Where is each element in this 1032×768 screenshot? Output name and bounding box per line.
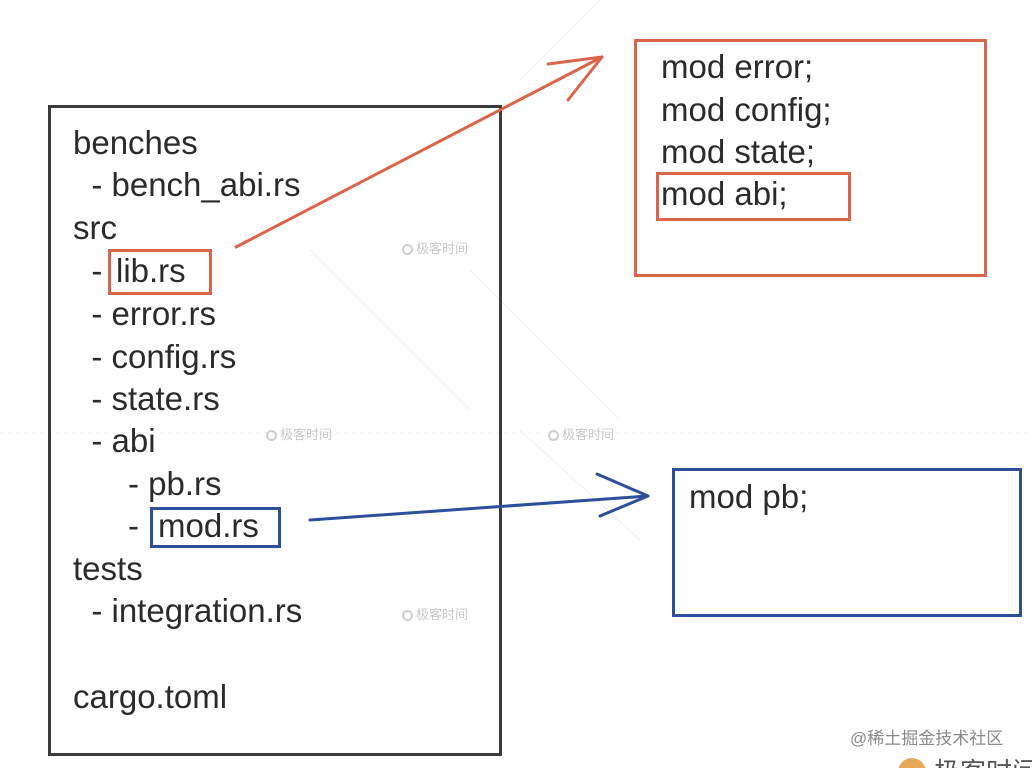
tree-line: - [73, 507, 149, 544]
watermark: 极客时间 [402, 238, 468, 257]
tree-line: - state.rs [73, 380, 220, 417]
tree-line: - bench_abi.rs [73, 166, 301, 203]
lib-rs-label: lib.rs [116, 252, 186, 289]
lib-rs-highlight [108, 249, 212, 295]
watermark-logo-icon [402, 244, 413, 256]
lib-rs-content-line: mod state; [661, 133, 816, 170]
watermark-logo-icon [402, 610, 413, 622]
watermark: 极客时间 [266, 424, 332, 443]
mod-rs-content-box [672, 468, 1022, 617]
blue-arrow [308, 472, 650, 522]
tree-line: - config.rs [73, 338, 237, 375]
tree-line: cargo.toml [73, 678, 228, 715]
tree-line: - integration.rs [73, 592, 303, 629]
tree-line: - error.rs [73, 295, 217, 332]
tree-line: benches [73, 124, 198, 161]
tree-line: tests [73, 550, 143, 587]
credit-text: @稀土掘金技术社区 [850, 729, 1004, 748]
tree-line: src [73, 209, 117, 246]
watermark: 极客时间 [402, 604, 468, 623]
tree-line: - [73, 252, 112, 289]
watermark-text: 极客时间 [562, 427, 615, 442]
geektime-logo-icon [898, 758, 926, 768]
watermark-text: 极客时间 [280, 427, 333, 442]
mod-rs-content-line: mod pb; [689, 478, 809, 515]
watermark-logo-icon [266, 430, 277, 442]
tree-line: - abi [73, 422, 156, 459]
mod-abi-highlight [656, 172, 851, 221]
lib-rs-content-line: mod error; [661, 48, 814, 85]
project-tree-box [48, 105, 502, 756]
lib-rs-content-box [634, 39, 987, 277]
watermark-text: 极客时间 [416, 241, 469, 256]
watermark: 极客时间 [548, 424, 614, 443]
lib-rs-content-line: mod config; [661, 91, 832, 128]
corner-brand-text: 极客时间 [934, 752, 1032, 768]
mod-rs-highlight [150, 507, 281, 548]
watermark-logo-icon [548, 430, 559, 442]
tree-line: - pb.rs [73, 465, 222, 502]
mod-rs-label: mod.rs [158, 507, 259, 544]
watermark-text: 极客时间 [416, 607, 469, 622]
mod-abi-label: mod abi; [661, 175, 788, 212]
orange-arrow [234, 55, 604, 249]
